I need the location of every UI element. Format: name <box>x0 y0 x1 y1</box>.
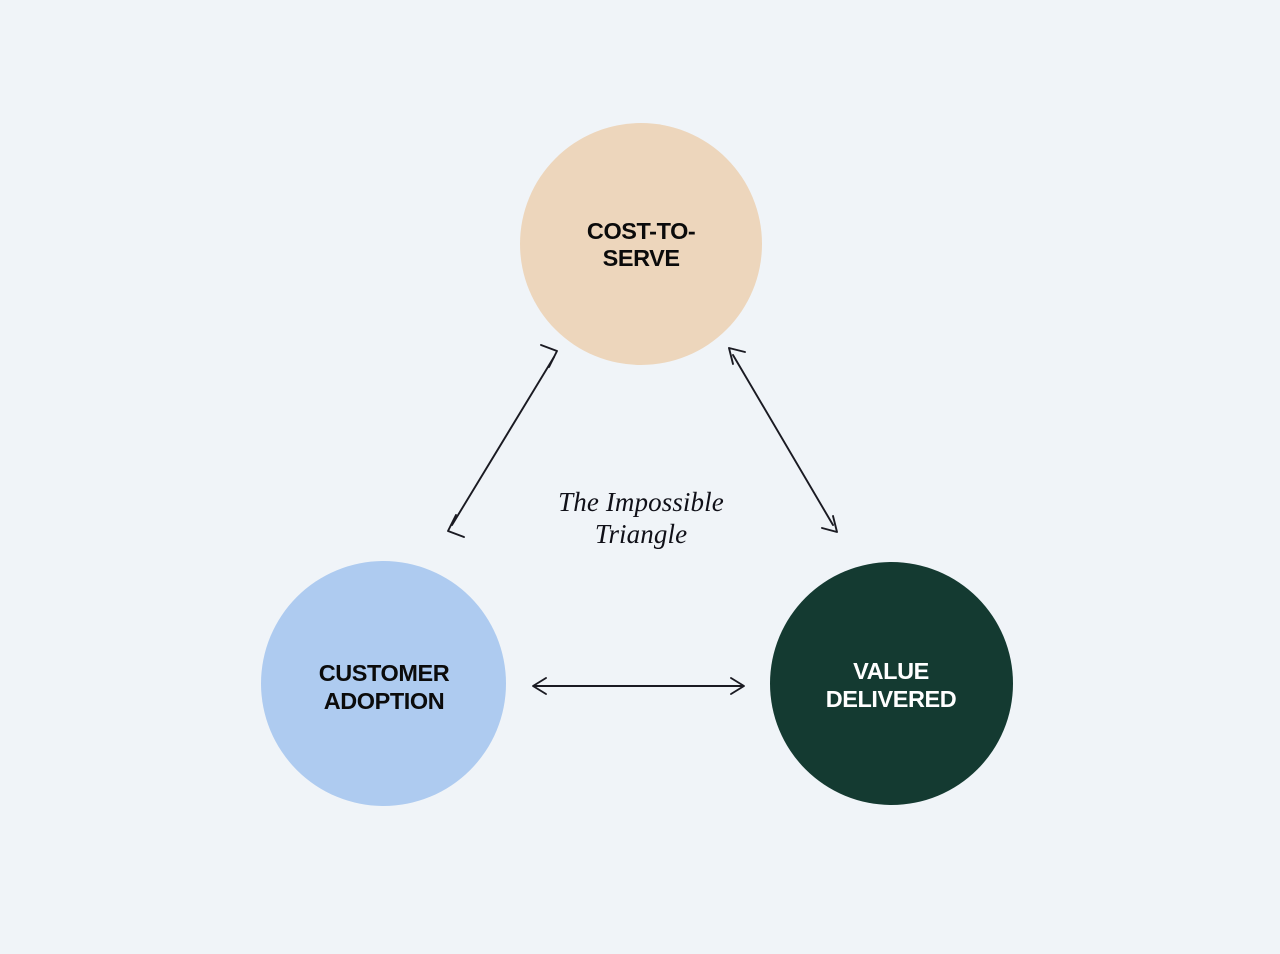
connector-cost-to-serve-to-value-delivered <box>728 347 838 533</box>
node-cost-to-serve-label: COST-TO- SERVE <box>586 217 696 271</box>
arrowhead-up-icon <box>728 347 746 365</box>
arrowhead-down-icon <box>821 515 838 533</box>
arrowhead-up-icon <box>540 344 558 368</box>
arrowhead-down-icon <box>447 514 465 538</box>
node-customer-adoption[interactable]: CUSTOMER ADOPTION <box>261 561 506 806</box>
diagram-center-caption: The Impossible Triangle <box>558 487 724 549</box>
node-value-delivered[interactable]: VALUE DELIVERED <box>770 562 1013 805</box>
arrowhead-right-icon <box>730 677 745 695</box>
connector-customer-adoption-to-value-delivered <box>532 677 745 695</box>
node-customer-adoption-label: CUSTOMER ADOPTION <box>318 660 449 714</box>
connector-customer-adoption-to-cost-to-serve <box>447 344 558 538</box>
node-value-delivered-label: VALUE DELIVERED <box>826 658 957 712</box>
arrowhead-left-icon <box>532 677 547 695</box>
node-cost-to-serve[interactable]: COST-TO- SERVE <box>520 123 762 365</box>
